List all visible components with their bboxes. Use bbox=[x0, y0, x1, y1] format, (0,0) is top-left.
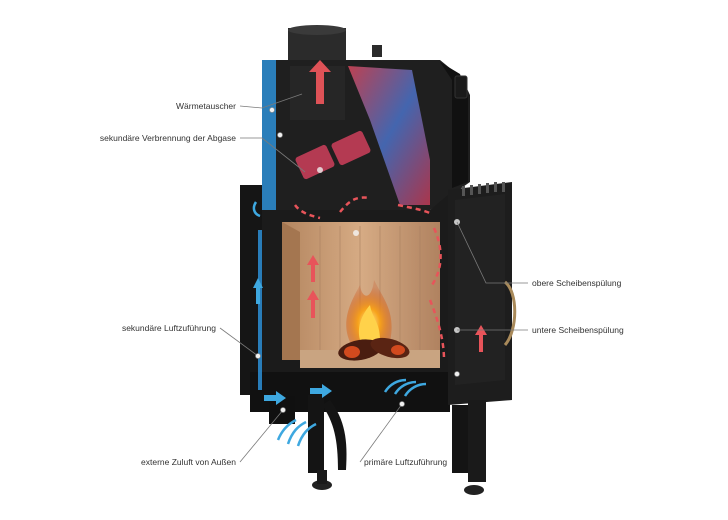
glass-door bbox=[448, 182, 517, 405]
fire bbox=[338, 280, 410, 361]
cold-air-curves bbox=[252, 201, 427, 447]
flue-pipe bbox=[288, 25, 382, 62]
cold-air-arrows bbox=[253, 278, 332, 405]
leader-dots bbox=[255, 107, 460, 413]
legs bbox=[269, 395, 486, 495]
label-untere-scheibenspuelung: untere Scheibenspülung bbox=[532, 325, 624, 335]
baffles bbox=[295, 130, 371, 180]
leader-lines bbox=[219, 93, 528, 463]
label-primaere-luftzufuehrung: primäre Luftzuführung bbox=[364, 457, 448, 467]
label-sekundaere-luftzufuehrung: sekundäre Luftzuführung bbox=[121, 323, 216, 333]
label-waermetauscher: Wärmetauscher bbox=[176, 101, 236, 111]
hot-air-arrows bbox=[307, 60, 487, 352]
label-obere-scheibenspuelung: obere Scheibenspülung bbox=[532, 278, 622, 288]
label-externe-zuluft: externe Zuluft von Außen bbox=[141, 457, 236, 467]
upper-housing bbox=[262, 60, 470, 210]
label-sekundaere-verbrennung: sekundäre Verbrennung der Abgase bbox=[99, 133, 236, 143]
hot-air-flows bbox=[293, 196, 446, 361]
